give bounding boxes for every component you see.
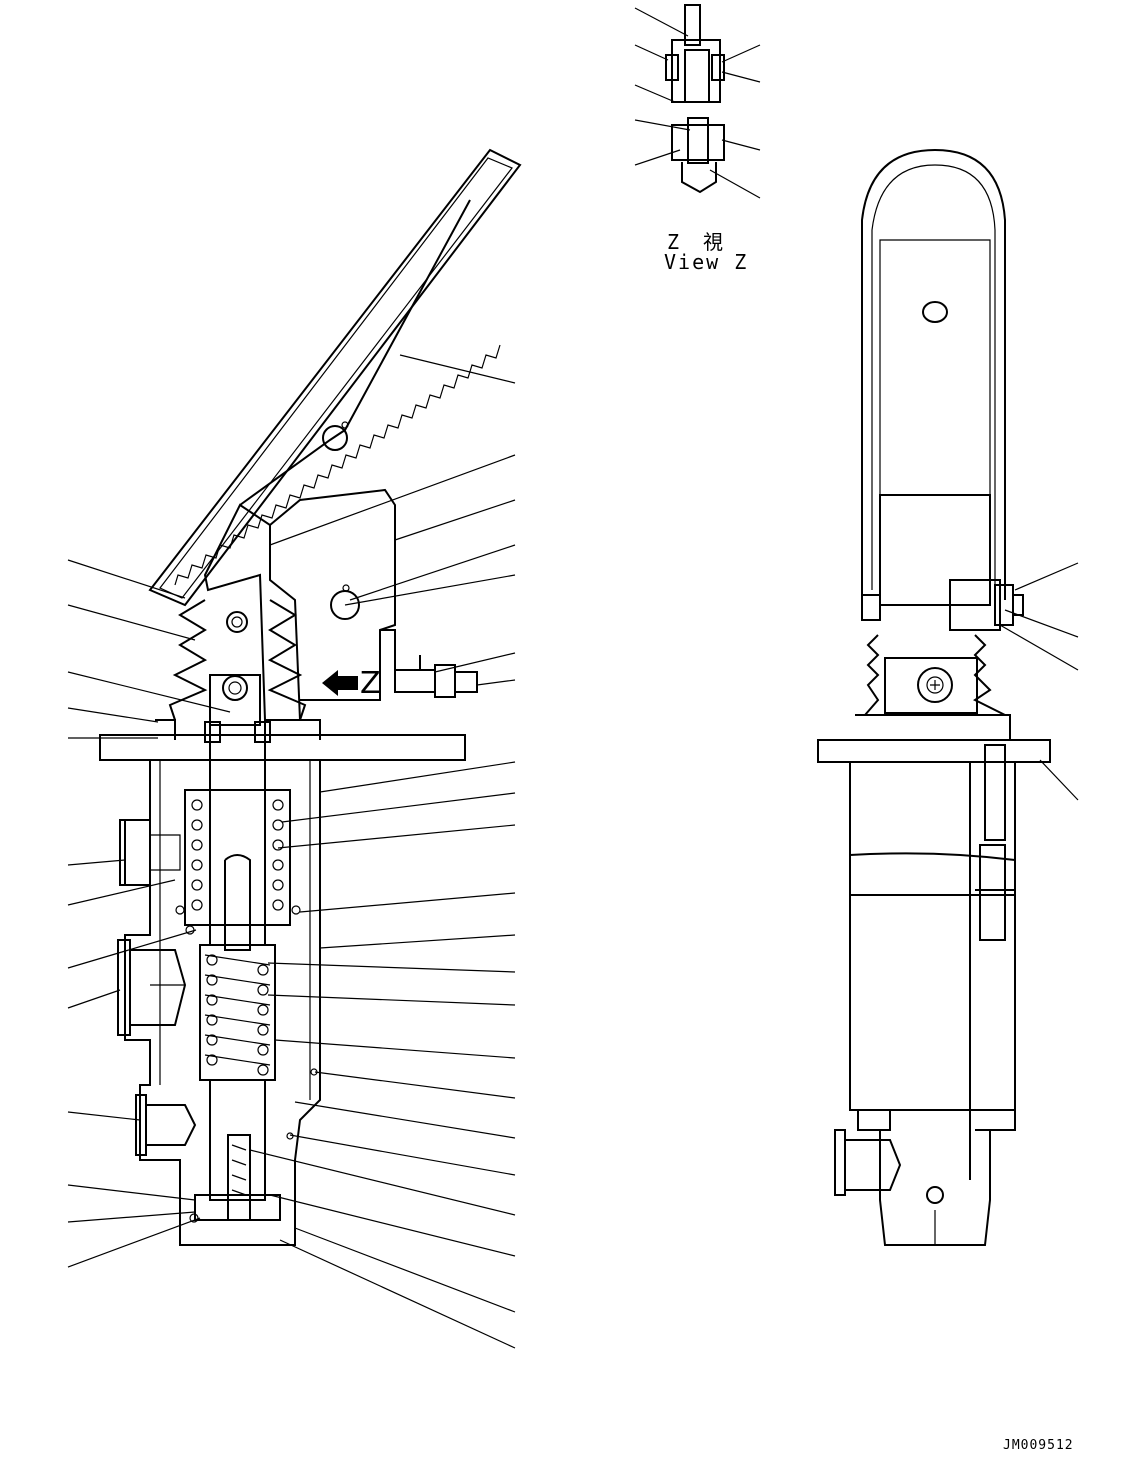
valve-body — [117, 720, 321, 1246]
boot — [168, 599, 307, 726]
view-z-label-en: View Z — [664, 250, 749, 274]
leader-lines-left — [67, 559, 231, 1268]
drawing-code: JM009512 — [1003, 1438, 1074, 1453]
pedal-bracket — [203, 488, 478, 721]
flange — [99, 719, 466, 761]
leader-lines-right — [249, 354, 516, 1349]
view-z-detail — [634, 4, 761, 199]
section-view — [67, 148, 522, 1349]
pedal — [148, 148, 522, 607]
side-view — [817, 148, 1079, 1246]
view-z-label-jp: Z 視 — [667, 230, 726, 254]
arrow-z-label: Z — [360, 666, 381, 701]
